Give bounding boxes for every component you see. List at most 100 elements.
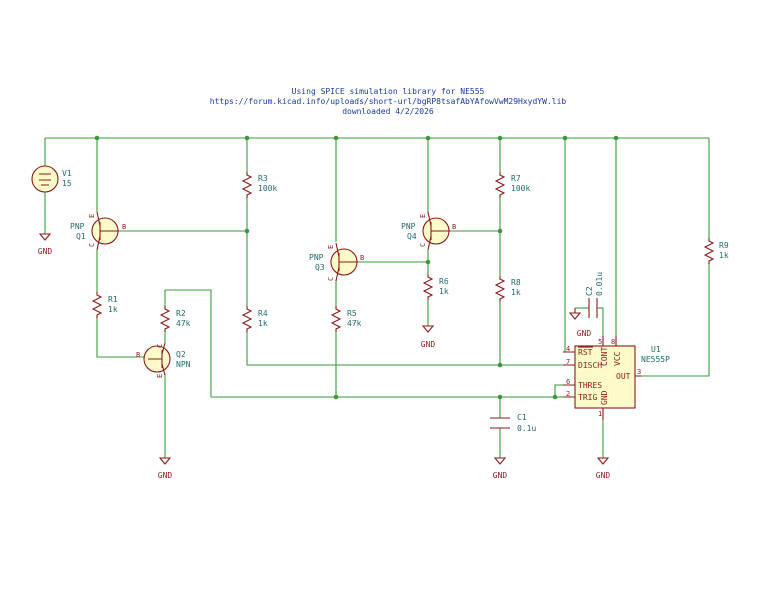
q2-type: NPN <box>176 360 191 369</box>
r4-ref: R4 <box>258 309 268 318</box>
pnp-transistor-icon <box>96 211 119 251</box>
u1-ref: U1 <box>651 345 661 354</box>
u1-pin-num-cont: 5 <box>598 338 602 346</box>
ic-u1-ne555[interactable]: RST DISCH THRES TRIG OUT CONT VCC GND 4 … <box>563 336 670 420</box>
resistor-icon <box>494 276 506 302</box>
junction <box>425 135 431 141</box>
u1-value: NE555P <box>641 355 670 364</box>
r5-ref: R5 <box>347 309 357 318</box>
gnd-label: GND <box>596 471 611 480</box>
junction <box>333 394 339 400</box>
pnp-transistor-icon <box>427 211 450 251</box>
r2-to-trig-wire <box>165 289 212 397</box>
q3-ref: Q3 <box>315 263 325 272</box>
gnd-label: GND <box>577 329 592 338</box>
r2-ref: R2 <box>176 309 186 318</box>
r6-value: 1k <box>439 287 449 296</box>
resistor-r8[interactable]: R8 1k <box>494 276 521 302</box>
u1-pin-num-gnd: 1 <box>598 410 602 418</box>
r3-ref: R3 <box>258 174 268 183</box>
v1-body <box>31 165 59 193</box>
c2-value: 0.01u <box>595 272 604 296</box>
ground-icon <box>421 325 435 333</box>
resistor-r5[interactable]: R5 47k <box>330 306 362 332</box>
r4-value: 1k <box>258 319 268 328</box>
r9-ref: R9 <box>719 241 729 250</box>
u1-pin-gnd-label: GND <box>600 390 609 405</box>
r3-value: 100k <box>258 184 277 193</box>
r2-value: 47k <box>176 319 191 328</box>
q2-pin-c: C <box>156 344 164 348</box>
u1-pin-vcc-label: VCC <box>613 351 622 366</box>
resistor-r7[interactable]: R7 100k <box>494 172 530 198</box>
junction <box>497 135 503 141</box>
resistor-icon <box>703 238 715 264</box>
ground-icon <box>493 457 507 465</box>
transistor-q2[interactable]: B C E Q2 NPN <box>136 342 191 378</box>
u1-pin-trig-label: TRIG <box>578 393 597 402</box>
resistor-icon <box>159 306 171 332</box>
ground-icon <box>596 457 610 465</box>
disch-wire <box>246 330 563 366</box>
resistor-r3[interactable]: R3 100k <box>241 172 277 198</box>
junctions <box>94 135 619 400</box>
resistor-r1[interactable]: R1 1k <box>91 292 118 318</box>
q2-pin-b: B <box>136 351 140 359</box>
resistor-r6[interactable]: R6 1k <box>422 274 449 300</box>
capacitor-c2[interactable]: C2 0.01u <box>585 272 604 318</box>
junction <box>562 135 568 141</box>
junction <box>333 135 339 141</box>
resistor-r4[interactable]: R4 1k <box>241 306 268 332</box>
capacitor-c1[interactable]: C1 0.1u <box>490 413 536 433</box>
q4-pin-b: B <box>452 223 456 231</box>
resistor-r9[interactable]: R9 1k <box>703 238 729 264</box>
capacitor-icon <box>490 417 510 429</box>
transistor-q1[interactable]: B E C PNP Q1 <box>70 211 126 251</box>
gnd-label: GND <box>493 471 508 480</box>
u1-pin-num-disch: 7 <box>566 358 570 366</box>
q3-pin-e: E <box>327 245 335 249</box>
u1-pin-cont-label: CONT <box>600 347 609 366</box>
title-line-3: downloaded 4/2/2026 <box>342 107 434 116</box>
q2-pin-e: E <box>156 374 164 378</box>
r1-value: 1k <box>108 305 118 314</box>
junction <box>613 135 619 141</box>
resistor-r2[interactable]: R2 47k <box>159 306 191 332</box>
ground-v1: GND <box>38 233 52 256</box>
r8-ref: R8 <box>511 278 521 287</box>
ground-icon <box>158 457 172 465</box>
voltage-source-v1[interactable]: V1 15 <box>31 165 72 193</box>
u1-pin-num-rst: 4 <box>566 345 570 353</box>
resistor-icon <box>494 172 506 198</box>
title-block: Using SPICE simulation library for NE555… <box>210 87 567 116</box>
junction <box>244 135 250 141</box>
capacitor-icon <box>588 298 598 318</box>
q1-ref: Q1 <box>76 232 86 241</box>
q1-pin-b: B <box>122 223 126 231</box>
junction <box>244 228 250 234</box>
title-line-2: https://forum.kicad.info/uploads/short-u… <box>210 97 567 106</box>
r6-ref: R6 <box>439 277 449 286</box>
ground-icon <box>38 233 52 241</box>
c1-ref: C1 <box>517 413 527 422</box>
transistor-q4[interactable]: B E C PNP Q4 <box>401 211 456 251</box>
r1-ref: R1 <box>108 295 118 304</box>
u1-pin-num-trig: 2 <box>566 390 570 398</box>
q4-pin-c: C <box>419 243 427 247</box>
q4-type: PNP <box>401 222 416 231</box>
u1-pin-num-vcc: 8 <box>611 338 615 346</box>
q1-pin-e: E <box>88 214 96 218</box>
q4-pin-e: E <box>419 214 427 218</box>
q3-pin-c: C <box>327 277 335 281</box>
resistor-icon <box>330 306 342 332</box>
wires <box>44 137 710 458</box>
junction <box>497 228 503 234</box>
transistor-q3[interactable]: B E C PNP Q3 <box>309 242 364 282</box>
q4-ref: Q4 <box>407 232 417 241</box>
ground-c2: GND <box>568 308 592 338</box>
rst-wire <box>564 138 575 353</box>
junction <box>425 259 431 265</box>
u1-pin-thres-label: THRES <box>578 381 602 390</box>
c1-value: 0.1u <box>517 424 536 433</box>
